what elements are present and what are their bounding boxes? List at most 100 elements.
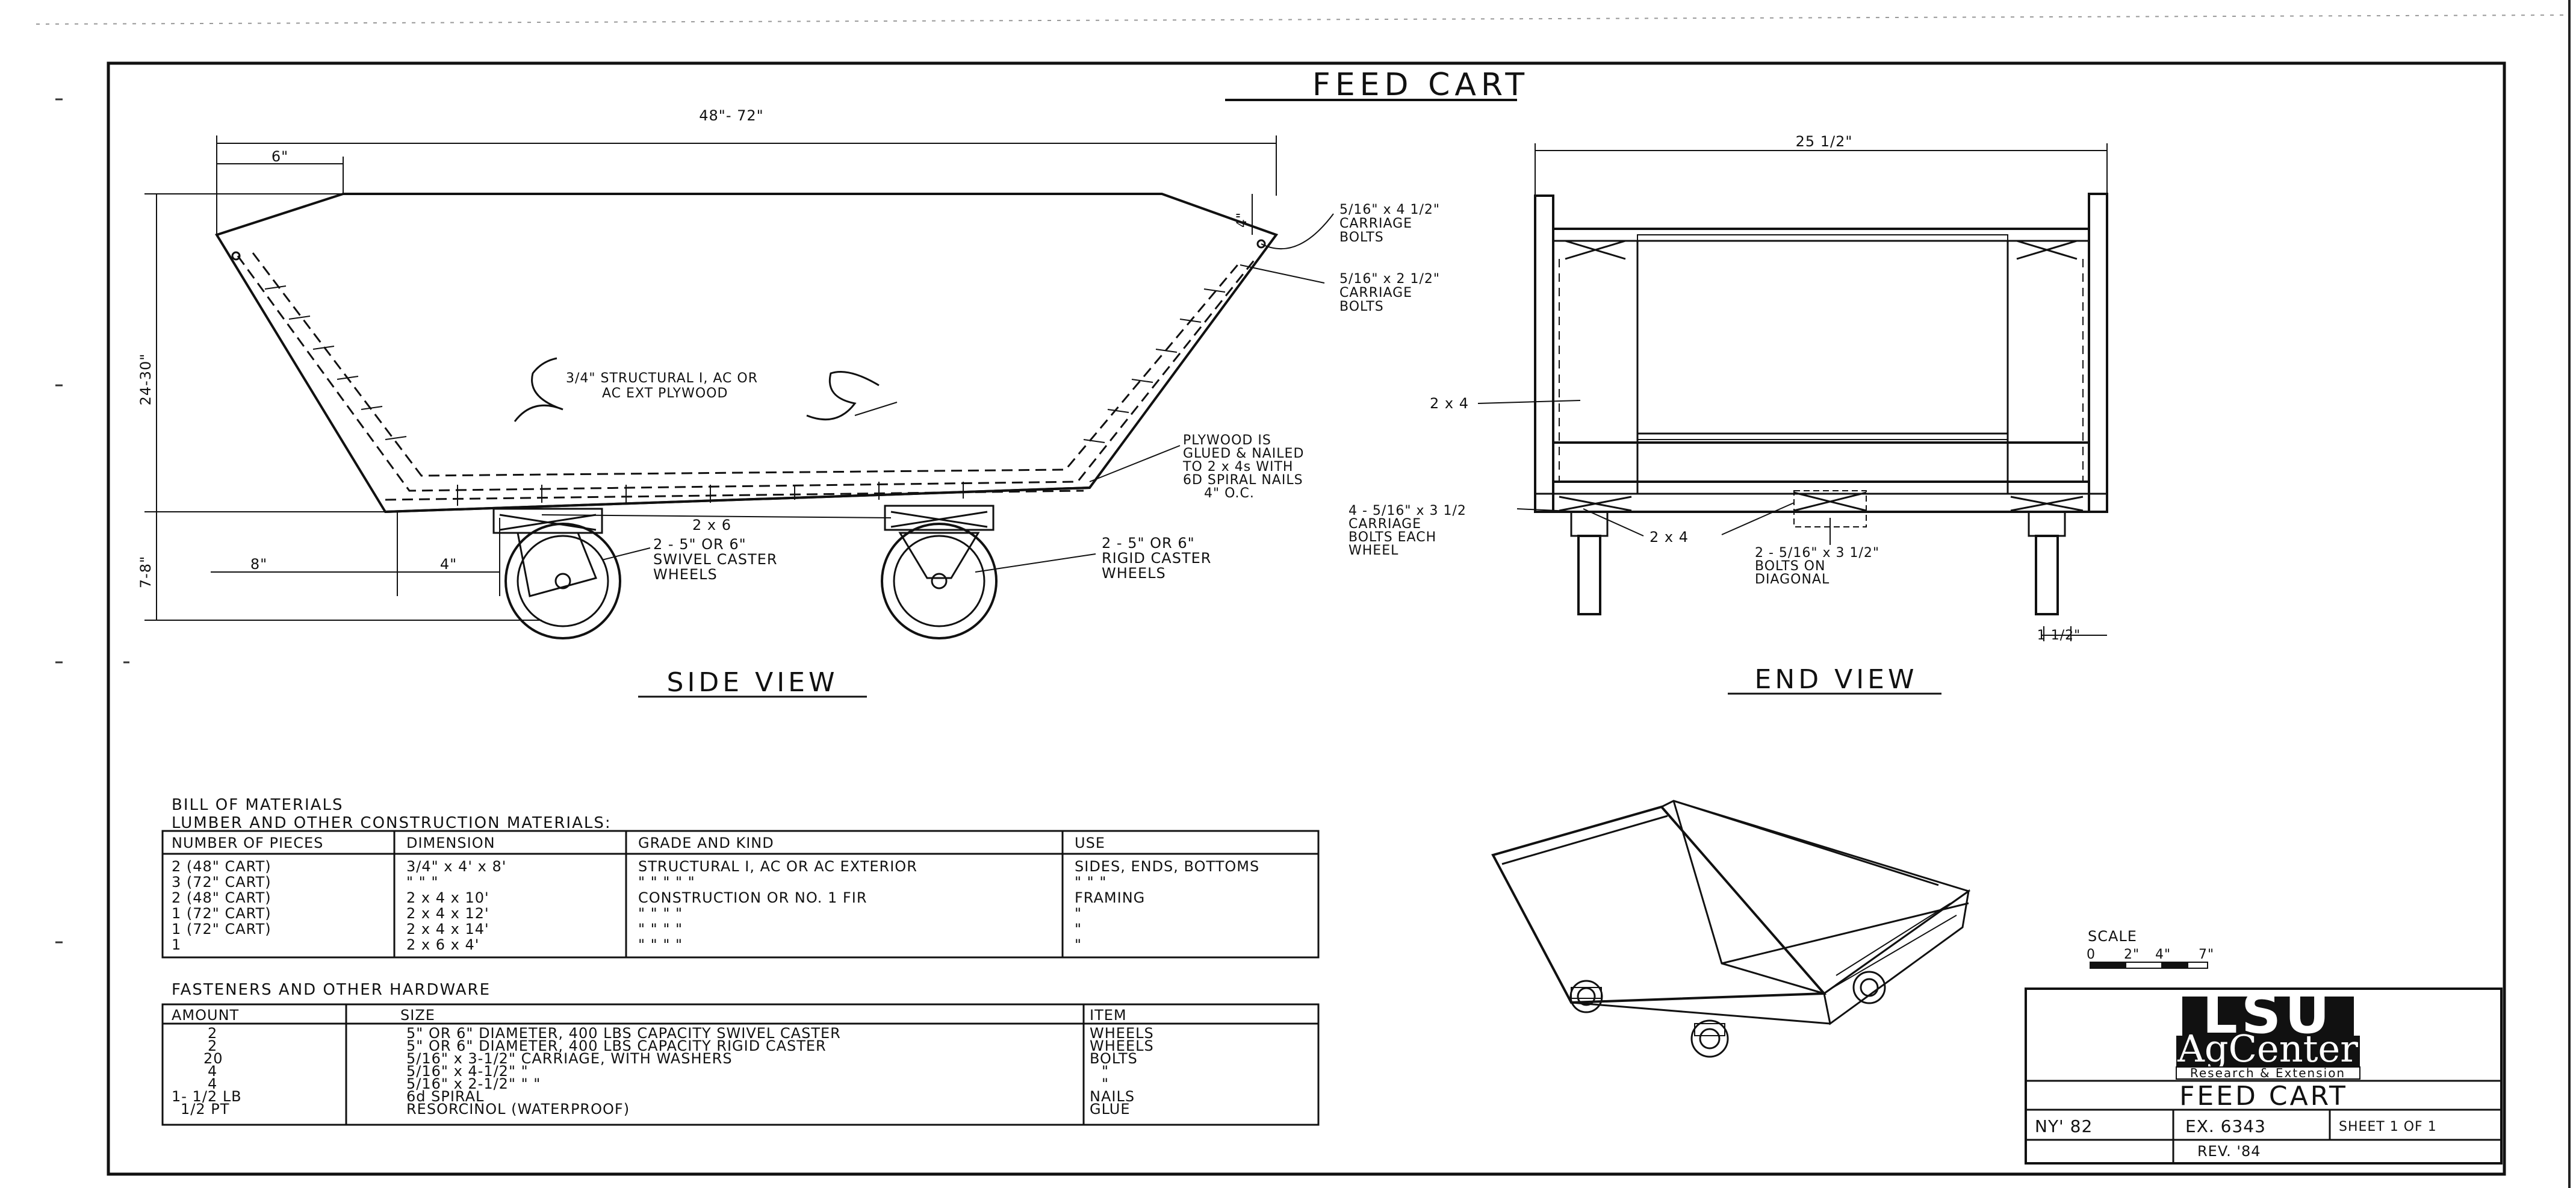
svg-text:20: 20 [203,1050,223,1067]
scale-tick-0: 0 [2087,947,2096,962]
svg-text:": " [1102,1075,1109,1092]
svg-text:": " [1075,936,1082,953]
svg-text:AC EXT PLYWOOD: AC EXT PLYWOOD [602,386,728,401]
callout-frame-size: 2 x 6 [692,517,731,533]
svg-text:4: 4 [208,1063,217,1080]
table-row: 1- 1/2 LB 6d SPIRAL NAILS [172,1088,1134,1105]
svg-text:6d SPIRAL: 6d SPIRAL [406,1088,484,1105]
svg-text:1/2 PT: 1/2 PT [181,1101,229,1118]
svg-text:5/16" x 3-1/2" CARRIAGE, WITH: 5/16" x 3-1/2" CARRIAGE, WITH WASHERS [406,1050,733,1067]
svg-text:5/16" x 4 1/2": 5/16" x 4 1/2" [1339,202,1440,217]
table-row: 1/2 PT RESORCINOL (WATERPROOF) GLUE [181,1101,1131,1118]
bom-lumber-title: LUMBER AND OTHER CONSTRUCTION MATERIALS: [172,814,612,832]
svg-text:STRUCTURAL I, AC OR AC EXTERIO: STRUCTURAL I, AC OR AC EXTERIOR [638,858,917,875]
svg-text:RESORCINOL (WATERPROOF): RESORCINOL (WATERPROOF) [406,1101,630,1118]
fasteners-header-item: ITEM [1090,1007,1127,1024]
title-block-drawing-name: FEED CART [2179,1081,2348,1112]
plywood-squiggle-right [806,371,880,421]
svg-text:RIGID CASTER: RIGID CASTER [1102,550,1211,567]
svg-text:TO 2 x 4s WITH: TO 2 x 4s WITH [1182,459,1293,474]
fasteners-table: AMOUNT SIZE ITEM 2 5" OR 6" DIAMETER, 40… [161,1003,1320,1126]
table-row: 2 5" OR 6" DIAMETER, 400 LBS CAPACITY RI… [208,1037,1153,1054]
svg-text:WHEELS: WHEELS [1090,1025,1154,1042]
svg-text:2 (48" CART): 2 (48" CART) [172,889,272,906]
title-block: LSU AgCenter Research & Extension FEED C… [2025,981,2503,1165]
side-view-inner-frame [237,255,1256,492]
side-view-frame-ticks [264,285,1226,506]
svg-text:": " [1075,905,1082,922]
svg-text:PLYWOOD IS: PLYWOOD IS [1183,433,1271,448]
svg-text:4: 4 [208,1075,217,1092]
svg-text:3 (72" CART): 3 (72" CART) [172,874,272,891]
side-view-dimensions [144,135,1277,621]
svg-text:CARRIAGE: CARRIAGE [1339,216,1412,231]
svg-text:" " " " ": " " " " " [638,874,695,891]
svg-text:CONSTRUCTION OR NO. 1 FIR: CONSTRUCTION OR NO. 1 FIR [638,889,867,906]
svg-text:WHEELS: WHEELS [1102,565,1166,582]
scale-tick-2: 4" [2155,947,2171,962]
svg-text:1 (72" CART): 1 (72" CART) [172,921,272,938]
table-row: 1 2 x 6 x 4' " " " " " [172,936,1082,953]
drawing-title: FEED CART [1312,67,1529,103]
table-row: 2 (48" CART) 2 x 4 x 10' CONSTRUCTION OR… [172,889,1144,906]
dim-right-drop: 4" [1235,212,1250,228]
callout-plywood: 3/4" STRUCTURAL I, AC OR AC EXT PLYWOOD [566,371,758,401]
callout-end-bottom: 2 x 4 [1650,529,1689,546]
end-view-leaders [1477,400,1831,545]
svg-text:3/4" STRUCTURAL I, AC OR: 3/4" STRUCTURAL I, AC OR [566,371,758,386]
svg-text:5/16" x 2-1/2" " ": 5/16" x 2-1/2" " " [406,1075,541,1092]
callout-swivel: 2 - 5" OR 6" SWIVEL CASTER WHEELS [653,536,777,583]
svg-text:5/16" x 2 1/2": 5/16" x 2 1/2" [1339,272,1440,287]
svg-text:5/16" x 4-1/2" ": 5/16" x 4-1/2" " [406,1063,529,1080]
scan-edge-line [36,14,2565,25]
side-view-body-outline [214,193,1279,514]
title-block-date: NY' 82 [2035,1116,2093,1136]
perspective-view [1491,800,1971,1058]
swivel-caster [499,514,621,639]
svg-text:2 - 5" OR 6": 2 - 5" OR 6" [653,536,746,553]
fasteners-header-amount: AMOUNT [172,1007,239,1024]
svg-text:": " [1102,1063,1109,1080]
svg-text:2 - 5/16" x 3 1/2": 2 - 5/16" x 3 1/2" [1755,546,1879,561]
side-view-bottom-edge [385,487,1090,513]
svg-text:" " " ": " " " " [638,921,683,938]
table-row: 4 5/16" x 4-1/2" " " [208,1063,1109,1080]
svg-text:" " ": " " " [1075,874,1106,891]
svg-text:2: 2 [208,1025,217,1042]
table-row: 1 (72" CART) 2 x 4 x 12' " " " " " [172,905,1082,922]
svg-text:4" O.C.: 4" O.C. [1204,486,1255,501]
side-view-label: SIDE VIEW [667,667,839,698]
end-view-dimensions [1535,143,2108,641]
svg-text:1- 1/2 LB: 1- 1/2 LB [172,1088,242,1105]
margin-marks [55,98,129,944]
svg-text:2 x 4 x 12': 2 x 4 x 12' [406,905,489,922]
svg-text:AgCenter: AgCenter [2177,1027,2358,1071]
svg-text:" " " ": " " " " [638,905,683,922]
svg-text:LSU: LSU [2202,981,2333,1046]
svg-text:4 - 5/16" x 3 1/2: 4 - 5/16" x 3 1/2 [1349,503,1466,518]
side-view-inner-frame-2 [252,252,1241,477]
bom-title: BILL OF MATERIALS [172,796,343,814]
svg-text:1: 1 [172,936,181,953]
lsu-agcenter-logo: LSU AgCenter Research & Extension [2176,981,2360,1080]
lumber-table: NUMBER OF PIECES DIMENSION GRADE AND KIN… [161,830,1320,959]
svg-text:BOLTS: BOLTS [1090,1050,1138,1067]
callout-bolts-each: 4 - 5/16" x 3 1/2 CARRIAGE BOLTS EACH WH… [1349,503,1466,558]
lumber-header-use: USE [1075,835,1105,851]
table-row: 1 (72" CART) 2 x 4 x 14' " " " " " [172,921,1081,938]
title-block-sheet: SHEET 1 OF 1 [2339,1119,2437,1134]
svg-text:" " " ": " " " " [638,936,683,953]
side-view-bottom-frame [385,490,1084,501]
lumber-header-dimension: DIMENSION [406,835,495,851]
dim-top-offset: 6" [272,148,288,165]
callout-glued: PLYWOOD IS GLUED & NAILED TO 2 x 4s WITH… [1182,433,1303,501]
dim-base-height: 7-8" [137,556,154,588]
scale-tick-1: 2" [2124,947,2140,962]
table-row: 2 (48" CART) 3/4" x 4' x 8' STRUCTURAL I… [172,858,1259,875]
svg-text:CARRIAGE: CARRIAGE [1339,285,1412,300]
scale-tick-3: 7" [2199,947,2214,962]
svg-text:GLUE: GLUE [1090,1101,1131,1118]
callout-rigid: 2 - 5" OR 6" RIGID CASTER WHEELS [1102,535,1211,582]
svg-text:DIAGONAL: DIAGONAL [1755,572,1830,587]
svg-text:2 (48" CART): 2 (48" CART) [172,858,272,875]
